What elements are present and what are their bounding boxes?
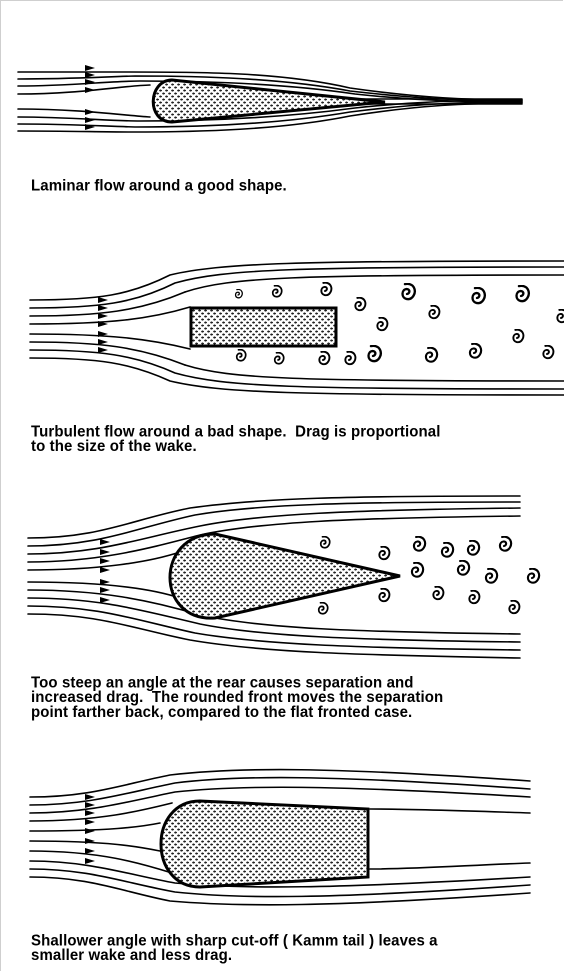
caption-2: Turbulent flow around a bad shape. Drag …: [31, 425, 441, 454]
caption-1: Laminar flow around a good shape.: [31, 179, 287, 194]
panel-2-diagram: [0, 255, 564, 405]
caption-4: Shallower angle with sharp cut-off ( Kam…: [31, 934, 438, 963]
teardrop-body-steep: [170, 534, 400, 618]
flat-plate-body: [191, 308, 336, 346]
panel-3-diagram: [0, 490, 564, 665]
caption-3: Too steep an angle at the rear causes se…: [31, 676, 443, 720]
caption-3-line-3: point farther back, compared to the flat…: [31, 705, 443, 720]
caption-1-line-1: Laminar flow around a good shape.: [31, 179, 287, 194]
panel-4-diagram: [0, 765, 564, 915]
panel-1-diagram: [0, 50, 564, 160]
caption-2-line-2: to the size of the wake.: [31, 440, 441, 455]
caption-4-line-2: smaller wake and less drag.: [31, 949, 438, 964]
kamm-tail-body: [161, 801, 368, 887]
